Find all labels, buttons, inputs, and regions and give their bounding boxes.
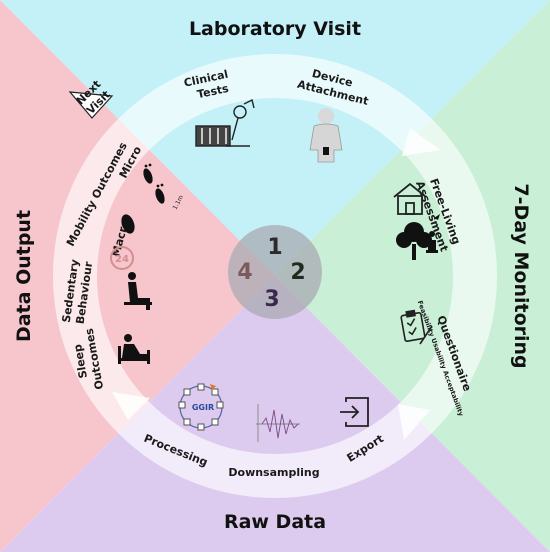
workflow-ring bbox=[53, 54, 497, 498]
quadrant-right bbox=[275, 0, 550, 552]
center-number-4: 4 bbox=[237, 260, 252, 285]
house-icon bbox=[393, 182, 427, 215]
center-circle: 1 2 3 4 bbox=[228, 225, 322, 319]
clipboard-icon bbox=[400, 309, 433, 345]
ring-arrow-bottom-left bbox=[112, 392, 150, 420]
ring-arrow-bottom-right bbox=[398, 404, 430, 440]
ggir-label: GGIR bbox=[192, 403, 214, 412]
svg-text:24: 24 bbox=[115, 254, 129, 265]
title-data-output: Data Output bbox=[13, 210, 35, 342]
bed-person-icon bbox=[118, 334, 150, 364]
next-visit-label: Next Visit bbox=[74, 78, 113, 117]
center-number-3: 3 bbox=[264, 287, 279, 312]
svg-text:Sleep: Sleep bbox=[71, 343, 90, 379]
export-icon bbox=[340, 397, 369, 427]
quadrant-top bbox=[0, 0, 550, 276]
tree-person-icon bbox=[396, 214, 440, 260]
title-7day-monitoring: 7-Day Monitoring bbox=[510, 183, 532, 368]
center-number-1: 1 bbox=[267, 235, 282, 260]
body-sensor-icon bbox=[309, 108, 343, 163]
clinical-tests-icon bbox=[195, 98, 255, 147]
ggir-icon: GGIR bbox=[178, 383, 224, 431]
foot-24-icon: 24 bbox=[110, 214, 135, 270]
next-visit-arrow bbox=[68, 91, 114, 119]
ring-arrow-top-right bbox=[402, 128, 440, 156]
waveform-icon bbox=[256, 404, 300, 442]
sitting-person-icon bbox=[124, 272, 152, 310]
footprints-icon bbox=[143, 163, 165, 204]
downsampling-label: Downsampling bbox=[228, 466, 319, 479]
center-number-2: 2 bbox=[290, 260, 305, 285]
title-raw-data: Raw Data bbox=[224, 511, 326, 533]
quadrant-left bbox=[0, 0, 275, 552]
title-laboratory-visit: Laboratory Visit bbox=[189, 18, 361, 40]
